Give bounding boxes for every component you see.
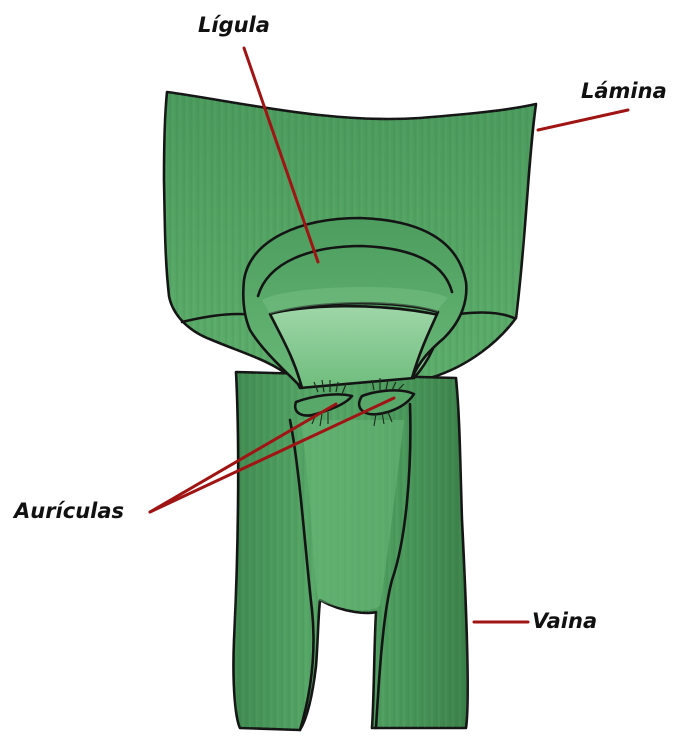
- sheath: [233, 372, 467, 730]
- label-lamina: Lámina: [581, 79, 667, 103]
- label-vaina: Vaina: [532, 609, 597, 633]
- label-auriculas: Aurículas: [12, 499, 124, 523]
- label-ligula: Lígula: [198, 13, 270, 37]
- lamina-leader: [538, 110, 628, 130]
